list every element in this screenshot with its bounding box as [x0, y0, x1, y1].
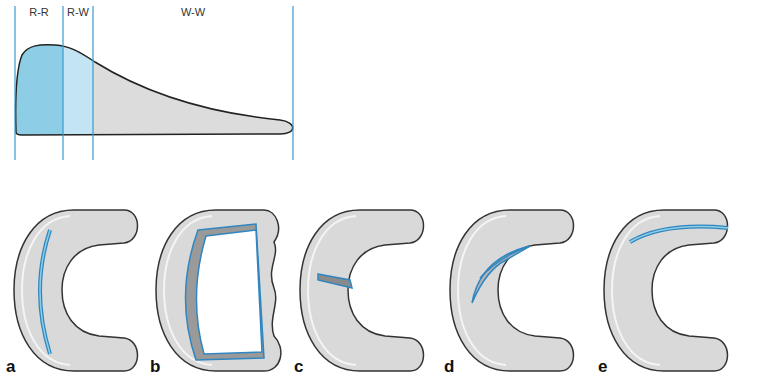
zone-label: W-W: [181, 7, 205, 18]
panel-letter: d: [444, 358, 454, 375]
meniscus-e: [604, 210, 728, 371]
zone-dividers: [15, 6, 293, 160]
divider-line: [14, 6, 15, 160]
cross-section-zones: [0, 0, 313, 160]
cross-section-outline: [16, 45, 293, 135]
panel-letter: b: [150, 358, 160, 375]
white-white-zone: [93, 0, 313, 160]
zone-label: R-W: [67, 7, 89, 18]
zone-label: R-R: [29, 7, 49, 18]
panel-letter: e: [598, 358, 607, 375]
panel-letter: a: [6, 358, 15, 375]
divider-line: [92, 6, 93, 160]
meniscus-d: [450, 210, 574, 371]
radial-tear: [318, 274, 352, 288]
flap-tear: [472, 246, 530, 303]
red-white-zone: [63, 0, 93, 160]
bucket-handle-tear: [196, 230, 262, 354]
panel-letter: c: [294, 358, 303, 375]
rim-highlight: [22, 216, 70, 365]
divider-line: [62, 6, 63, 160]
displaced-fragment: [185, 224, 264, 360]
longitudinal-tear: [40, 230, 50, 354]
meniscus-a: [14, 210, 138, 371]
meniscus-c: [300, 210, 424, 371]
red-red-zone: [0, 0, 63, 160]
horizontal-tear: [630, 227, 728, 242]
divider-line: [292, 6, 293, 160]
meniscus-b: [156, 210, 281, 371]
